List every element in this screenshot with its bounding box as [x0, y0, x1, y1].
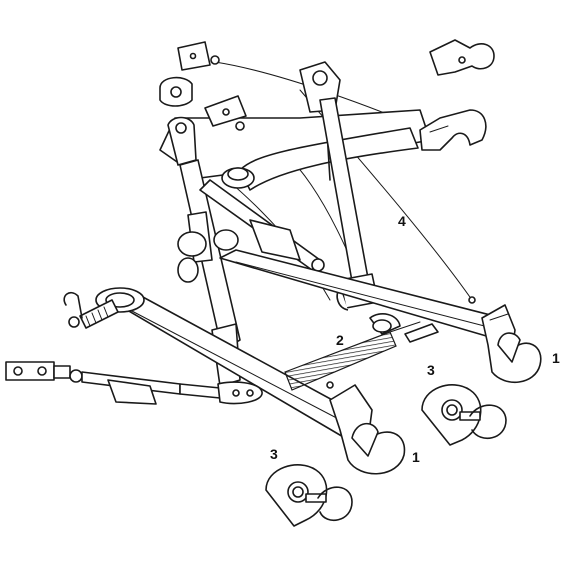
callout-3-left: 3 — [270, 446, 278, 462]
drawbar — [284, 313, 439, 391]
callout-3-right: 3 — [427, 362, 435, 378]
hitch-pin-right — [421, 384, 507, 446]
upper-right-hook — [419, 109, 487, 151]
center-lift-rod — [199, 179, 325, 272]
front-lower-hook — [326, 381, 406, 475]
callout-4: 4 — [398, 213, 406, 229]
top-link-assembly — [159, 61, 431, 191]
callout-1-right: 1 — [552, 350, 560, 366]
callout-2: 2 — [336, 332, 344, 348]
callout-1-front: 1 — [412, 449, 420, 465]
linch-pin-left — [63, 291, 83, 328]
hitch-pin-left — [265, 464, 353, 527]
ball-joint — [177, 229, 239, 257]
stabiliser-bar — [5, 361, 263, 405]
detached-parts — [159, 39, 495, 131]
right-lower-hook — [468, 296, 542, 384]
